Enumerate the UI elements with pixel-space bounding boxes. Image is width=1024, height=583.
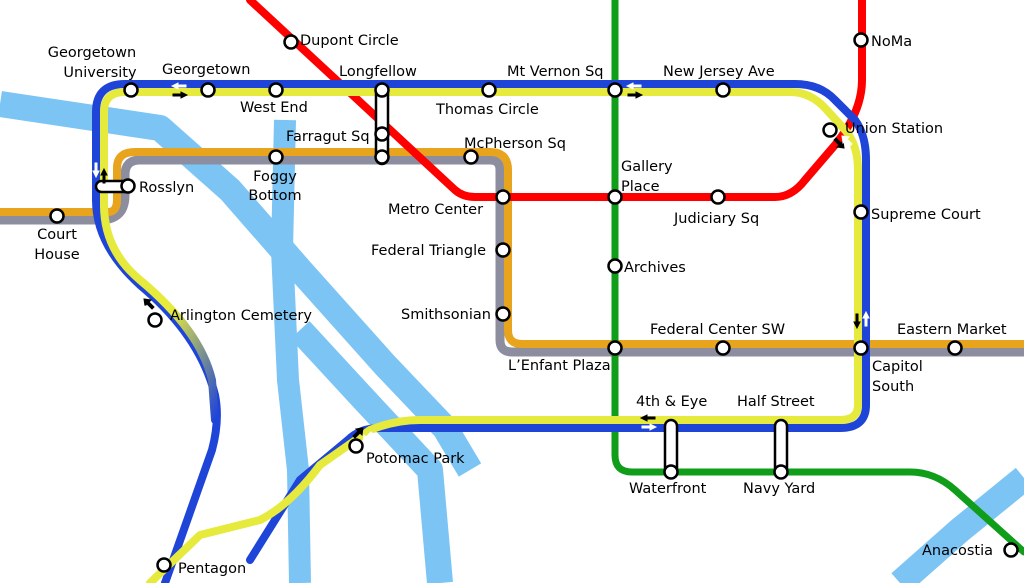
label-federal-center-sw: Federal Center SW	[650, 322, 785, 338]
station-marker-new-jersey-ave[interactable]	[715, 82, 731, 98]
label-west-end: West End	[240, 100, 308, 116]
label-judiciary-sq: Judiciary Sq	[673, 211, 759, 227]
label-arlington-cemetery: Arlington Cemetery	[170, 308, 312, 324]
arrow-potomac-ne	[352, 427, 364, 439]
label-navy-yard: Navy Yard	[743, 481, 815, 497]
label-noma: NoMa	[871, 34, 912, 50]
arrow-rosslyn-down	[92, 162, 100, 179]
label-waterfront: Waterfront	[629, 481, 707, 497]
arrow-4th-eye-west	[639, 414, 656, 422]
station-marker-georgetown[interactable]	[200, 82, 216, 98]
station-marker-dupont-circle[interactable]	[283, 34, 299, 50]
station-marker-farragut-sq-lower[interactable]	[374, 149, 390, 165]
anacostia-river	[891, 467, 1024, 583]
label-4th-and-eye: 4th & Eye	[636, 394, 707, 410]
arrow-capitol-down	[853, 313, 861, 330]
red-line	[246, 0, 866, 201]
station-marker-longfellow[interactable]	[374, 82, 390, 98]
station-marker-waterfront[interactable]	[663, 464, 679, 480]
arrow-arlington-down	[135, 302, 147, 314]
silver-line	[0, 155, 1024, 357]
station-marker-farragut-sq[interactable]	[374, 126, 390, 142]
station-marker-noma[interactable]	[853, 32, 869, 48]
station-marker-eastern-market[interactable]	[947, 340, 963, 356]
label-pentagon: Pentagon	[178, 561, 246, 577]
label-potomac-park: Potomac Park	[366, 451, 465, 467]
label-dupont-circle: Dupont Circle	[300, 33, 399, 49]
potomac-river-lower	[290, 321, 453, 583]
yellow-line-arlington	[100, 201, 219, 424]
label-anacostia: Anacostia	[922, 543, 993, 559]
station-marker-rosslyn[interactable]	[120, 178, 136, 194]
station-marker-court-house[interactable]	[49, 208, 65, 224]
arrow-potomac-sw	[362, 431, 374, 443]
arrow-4th-eye-east	[641, 423, 658, 431]
label-farragut-sq: Farragut Sq	[286, 129, 370, 145]
station-marker-georgetown-university[interactable]	[123, 82, 139, 98]
green-line	[611, 0, 1024, 556]
station-markers	[49, 32, 1019, 573]
label-half-street: Half Street	[737, 394, 815, 410]
station-marker-federal-center-sw[interactable]	[715, 340, 731, 356]
arrow-union-up	[841, 135, 853, 147]
station-marker-smithsonian[interactable]	[495, 306, 511, 322]
station-marker-arlington-cemetery[interactable]	[147, 312, 163, 328]
label-eastern-market: Eastern Market	[897, 322, 1007, 338]
label-metro-center: Metro Center	[388, 202, 483, 218]
label-mt-vernon-sq: Mt Vernon Sq	[507, 64, 604, 80]
label-lenfant-plaza: L’Enfant Plaza	[508, 358, 611, 374]
orange-line-path	[0, 148, 1024, 348]
label-georgetown: Georgetown	[162, 62, 250, 78]
station-marker-foggy-bottom[interactable]	[268, 149, 284, 165]
arrow-georgetown-east	[172, 91, 189, 99]
potomac-river-channel	[271, 119, 311, 583]
label-smithsonian: Smithsonian	[401, 307, 491, 323]
station-marker-anacostia[interactable]	[1003, 542, 1019, 558]
arrow-mtvernon-east	[627, 91, 644, 99]
station-marker-pentagon[interactable]	[156, 557, 172, 573]
station-marker-thomas-circle[interactable]	[481, 82, 497, 98]
arrow-union-down	[833, 137, 845, 149]
station-marker-lenfant-plaza[interactable]	[607, 340, 623, 356]
label-union-station: Union Station	[845, 121, 943, 137]
station-marker-archives[interactable]	[607, 258, 623, 274]
station-marker-judiciary-sq[interactable]	[710, 189, 726, 205]
orange-line	[0, 148, 1024, 348]
label-federal-triangle: Federal Triangle	[371, 243, 486, 259]
station-marker-gallery-place[interactable]	[607, 189, 623, 205]
arrow-mtvernon-west	[625, 82, 642, 90]
arrow-arlington-up	[143, 298, 155, 310]
label-mcpherson-sq: McPherson Sq	[464, 136, 566, 152]
label-new-jersey-ave: New Jersey Ave	[663, 64, 775, 80]
station-marker-potomac-park[interactable]	[348, 438, 364, 454]
label-archives: Archives	[624, 260, 686, 276]
arrow-capitol-up	[862, 310, 870, 327]
station-marker-mcpherson-sq[interactable]	[463, 149, 479, 165]
label-rosslyn: Rosslyn	[139, 180, 194, 196]
station-marker-capitol-south[interactable]	[853, 340, 869, 356]
station-marker-metro-center[interactable]	[495, 189, 511, 205]
station-marker-union-station[interactable]	[822, 122, 838, 138]
direction-arrows	[92, 82, 870, 443]
label-longfellow: Longfellow	[339, 64, 417, 80]
yellow-line	[100, 88, 862, 583]
silver-line-west	[0, 155, 1024, 357]
arrow-georgetown-west	[170, 82, 187, 90]
station-marker-mt-vernon-sq[interactable]	[607, 82, 623, 98]
station-marker-navy-yard[interactable]	[773, 464, 789, 480]
station-marker-west-end[interactable]	[268, 82, 284, 98]
label-thomas-circle: Thomas Circle	[435, 102, 539, 118]
arrow-rosslyn-up	[100, 167, 108, 184]
station-marker-supreme-court[interactable]	[853, 204, 869, 220]
label-supreme-court: Supreme Court	[871, 207, 981, 223]
station-marker-federal-triangle[interactable]	[495, 242, 511, 258]
